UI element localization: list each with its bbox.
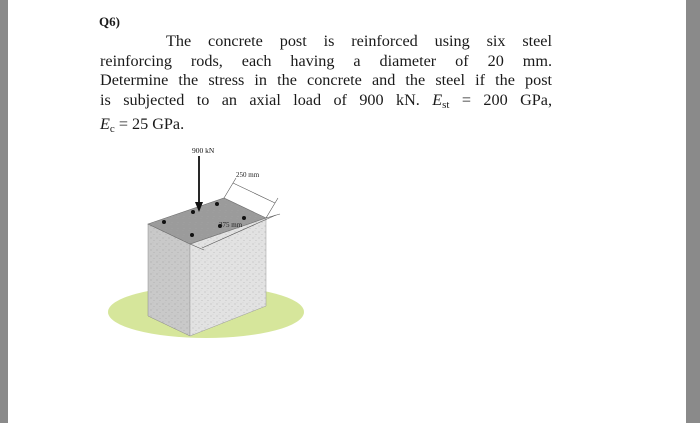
dimension-375-label: 375 mm — [219, 221, 243, 229]
ec-subscript: c — [109, 123, 115, 136]
problem-line-1: The concrete post is reinforced using si… — [166, 32, 552, 50]
problem-line-3: Determine the stress in the concrete and… — [100, 71, 552, 90]
dimension-250 — [223, 177, 279, 219]
concrete-post-figure: 900 kN 250 mm 375 mm — [108, 146, 304, 338]
load-label: 900 kN — [192, 146, 215, 155]
est-symbol: E — [432, 90, 443, 109]
problem-statement: The concrete post is reinforced using si… — [100, 32, 552, 140]
load-arrow — [195, 156, 203, 212]
dimension-375 — [189, 213, 281, 251]
ec-symbol: E — [100, 115, 110, 134]
ec-value: = 25 GPa. — [114, 115, 185, 134]
right-margin-bar — [686, 0, 700, 423]
est-value: = 200 GPa, — [449, 90, 552, 109]
problem-line-5: Ec = 25 GPa. — [100, 115, 552, 140]
rebar-dots — [162, 202, 246, 237]
dimension-250-label: 250 mm — [236, 171, 260, 179]
problem-line-2: reinforcing rods, each having a diameter… — [100, 51, 552, 70]
est-subscript: st — [442, 98, 450, 111]
question-number: Q6) — [99, 14, 120, 29]
problem-line-4: is subjected to an axial load of 900 kN.… — [100, 91, 552, 116]
problem-line-4-text: is subjected to an axial load of 900 kN. — [100, 90, 420, 109]
left-margin-bar — [0, 0, 8, 423]
document-page: Q6) The concrete post is reinforced usin… — [8, 0, 686, 423]
